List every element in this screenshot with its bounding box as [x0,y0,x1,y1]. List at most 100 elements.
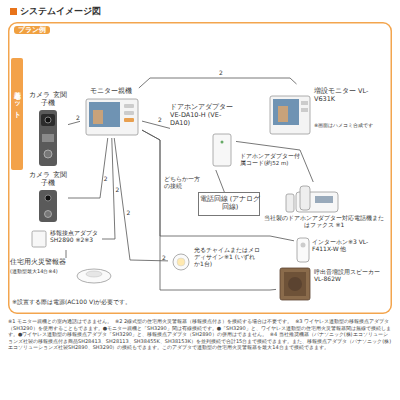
monitor-button [124,111,134,115]
monitor-illustration [86,99,138,135]
wire-count: 2 [104,176,108,182]
sub-monitor-illustration [270,96,310,134]
fire-alarm-unit: 住宅用火災警報器(連動型最大14台※4) [10,258,122,292]
speaker-unit: 呼出音増設用スピーカー VL-862W [276,264,386,304]
camera-body [39,190,57,222]
camera-illustration [39,190,57,222]
footnote: ※1 モニター親機との室内通話はできません。 [8,318,112,324]
node-label: 住宅用火災警報器 [10,259,72,267]
monitor-button [124,104,134,108]
node-label: 電話回線 (アナログ回線) [199,196,261,212]
node-label: モニター親機 [80,88,142,96]
cordless-handset [286,194,294,212]
fire-alarm-body [77,269,111,283]
fire-alarm-illustration [77,269,111,283]
node-label: 移報接点アダプタ SH2890 ※2※3 [50,229,102,243]
wire-connector [102,138,115,239]
node-label: ドアホンアダプター VE-DA10-H (VE-DA10) [170,104,236,127]
fire-alarm-sensor [86,271,102,277]
node-label: 当社製のドアホンアダプター対応電話機またはファクス ※1 [262,214,386,228]
speaker-body [280,268,310,300]
intercom-body [297,238,309,262]
wire-count: 2 [76,115,80,121]
camera-body [39,110,57,166]
sub-monitor-screen [273,99,299,125]
monitor-screen-figure [93,110,103,124]
node-label: カメラ 玄関子機 [28,92,68,108]
title-marker [10,8,17,15]
wire-connector [216,170,225,192]
relay-adapter-body [32,231,46,247]
node-label: プラン例 [14,26,50,34]
camera-button [45,211,52,218]
chime-illustration [173,254,189,270]
camera-unit: カメラ 玄関子機 [28,172,68,224]
chime-light [177,258,185,266]
camera-lens-panel [41,114,55,126]
wire-connector [142,121,170,128]
monitor-unit: モニター親機 [80,88,142,138]
adapter-illustration [213,134,231,166]
wire-connector [66,250,67,258]
speaker-cone [288,277,302,291]
intercom-illustration [297,238,309,262]
connection-note: どちらか一方の接続 [164,176,204,189]
camera-lens [45,117,51,123]
phone-illustration [286,186,338,212]
node-sublabel: ※画面はハメコミ合成です [314,122,386,128]
wire-connector [139,78,297,88]
relay-adapter-unit: 移報接点アダプタ SH2890 ※2※3 [30,228,102,250]
phone-handset [300,186,310,210]
camera-unit: カメラ 玄関子機 [28,92,68,168]
wire-count: 2 [219,70,223,76]
adapter-unit: ドアホンアダプター VE-DA10-H (VE-DA10) [170,104,236,170]
sub-monitor-unit: 増設モニター VL-V631K ※画面はハメコミ合成です [268,84,386,140]
speaker-grille [284,272,306,296]
node-label: カメラ 玄関子機 [28,172,68,188]
set-band: 基本セット [11,58,23,170]
monitor-button [124,118,134,122]
wire-count: 2 [162,255,166,261]
footnote: ※2 2線式型の住宅用火災警報器（移報接点付き）を接続する場合は不要です。 [115,318,292,324]
camera-button [44,150,52,158]
intercom-unit: インターホン※3 VL-F411X-W 他 [294,236,386,264]
wire-count: 2 [116,187,120,193]
node-label: 光るチャイムまたはメロディサイン※1 (いずれか1台) [194,246,260,268]
camera-lens [45,195,51,201]
monitor-screen [89,102,120,127]
monitor-body [86,99,138,135]
wire-connector [236,141,313,182]
node-label: インターホン※3 VL-F411X-W 他 [312,238,386,252]
phone-display [315,196,333,203]
speaker-illustration [280,268,310,300]
plan-frame: プラン例基本セットカメラ 玄関子機モニター親機ドアホンアダプター VE-DA10… [8,22,392,314]
chime-unit: 光るチャイムまたはメロディサイン※1 (いずれか1台) [168,244,260,280]
cord-note: ドアホンアダプター付属コード(約52 m) [240,153,302,166]
intercom-speaker [301,243,306,248]
node-sublabel: (連動型最大14台※4) [10,268,72,274]
sub-monitor-button [301,108,308,112]
power-note: ※設置する際は電源(AC100 V)が必要です。 [12,298,232,305]
relay-adapter-illustration [32,231,46,247]
wire-connector [142,130,294,241]
wire-count: 2 [127,210,131,216]
node-label: 呼出音増設用スピーカー VL-862W [314,268,384,282]
phone-line-box: 電話回線 (アナログ回線) [198,192,260,216]
chime-body [173,254,189,270]
node-label: 基本セット [14,86,22,115]
node-label: 増設モニター VL-V631K [314,88,370,104]
wire-count: 2 [158,117,162,123]
footnotes: ※1 モニター親機との室内通話はできません。※2 2線式型の住宅用火災警報器（移… [8,318,392,351]
wire-connector [68,138,108,198]
adapter-lamp [221,141,224,144]
sub-monitor-screen-figure [278,106,288,122]
camera-nameplate [42,134,54,142]
sub-monitor-button [301,101,308,105]
camera-illustration [39,110,57,166]
wire-connector [68,121,80,124]
diagram-title: システムイメージ図 [20,5,101,18]
sub-monitor-body [270,96,310,134]
phone-unit: 当社製のドアホンアダプター対応電話機またはファクス ※1 [262,182,386,234]
adapter-body [213,134,231,166]
